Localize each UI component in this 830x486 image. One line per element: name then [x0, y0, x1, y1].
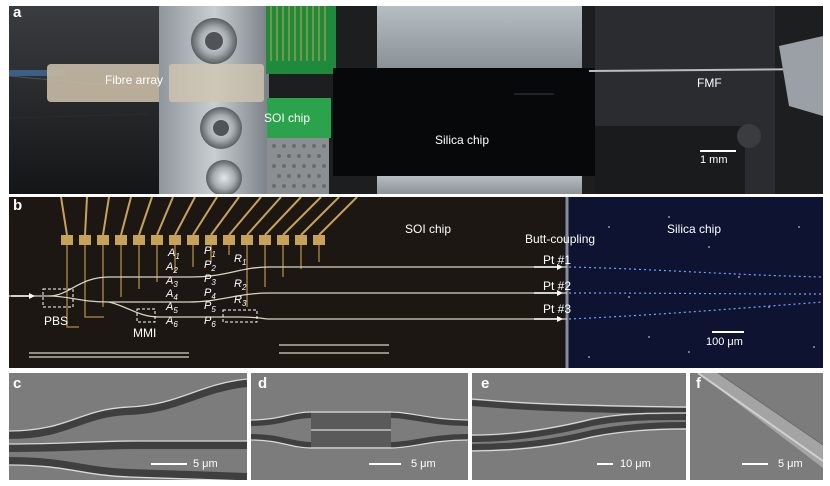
panel-c-sem — [9, 373, 247, 480]
metal-block-top — [377, 6, 582, 68]
silica-waveguides — [568, 266, 823, 320]
panel-a-photo — [9, 6, 823, 194]
label-a6: A6 — [166, 315, 178, 330]
label-butt-coupling: Butt-coupling — [525, 232, 596, 246]
panel-d-letter: d — [258, 375, 268, 392]
label-a2: A2 — [166, 261, 178, 276]
silica-region — [564, 197, 823, 368]
label-r1: R1 — [234, 253, 247, 268]
scale-bar-a — [700, 150, 736, 152]
scale-bar-d — [369, 463, 401, 465]
panel-d-graphics — [251, 411, 468, 449]
label-a1: A1 — [168, 247, 180, 262]
label-p3: P3 — [204, 273, 216, 288]
panel-e-letter: e — [481, 375, 490, 392]
panel-b-graphics — [9, 197, 823, 368]
submount — [267, 138, 329, 194]
label-pt1: Pt #1 — [543, 253, 572, 267]
label-r3: R3 — [234, 294, 247, 309]
electrode-wires — [60, 197, 358, 236]
scale-bar-e — [597, 463, 613, 465]
panel-c-letter: c — [13, 375, 22, 392]
scale-bar-c — [151, 463, 187, 465]
label-p1: P1 — [204, 245, 216, 260]
waveguides — [9, 266, 567, 320]
fibre-blue — [9, 70, 65, 76]
label-soi-chip-b: SOI chip — [405, 222, 452, 236]
panel-d-sem — [251, 373, 468, 480]
panel-f-letter: f — [696, 375, 701, 392]
panel-f-graphics — [697, 373, 823, 468]
scale-bar-b — [712, 331, 744, 333]
panel-b-micrograph — [9, 197, 823, 368]
scale-label-b: 100 μm — [706, 336, 743, 348]
label-silica-chip-a: Silica chip — [435, 133, 490, 147]
scale-label-c: 5 μm — [193, 458, 218, 470]
label-a3: A3 — [166, 275, 178, 290]
electrode-pads — [61, 235, 325, 245]
panel-e-graphics — [472, 398, 686, 452]
label-soi-chip-a: SOI chip — [264, 111, 311, 125]
panel-a-graphics — [9, 6, 823, 194]
label-fibre-array: Fibre array — [105, 73, 164, 87]
pbs-box — [42, 288, 74, 308]
label-r2: R2 — [234, 278, 247, 293]
label-p4: P4 — [204, 287, 216, 302]
label-p2: P2 — [204, 259, 216, 274]
label-pbs: PBS — [44, 314, 69, 328]
label-pt3: Pt #3 — [543, 302, 572, 316]
label-p6: P6 — [204, 315, 216, 330]
panel-e-sem — [472, 373, 686, 480]
scale-bar-f — [742, 463, 768, 465]
fibre-clamp — [779, 36, 823, 116]
label-a5: A5 — [166, 301, 178, 316]
panel-f-sem — [690, 373, 823, 480]
silica-chip-photo — [333, 68, 595, 176]
scale-label-e: 10 μm — [620, 458, 651, 470]
label-pt2: Pt #2 — [543, 279, 572, 293]
soi-chip-photo — [267, 98, 331, 138]
label-mmi: MMI — [133, 326, 157, 340]
scale-label-f: 5 μm — [778, 458, 803, 470]
test-structures — [29, 344, 389, 358]
label-p5: P5 — [204, 300, 216, 315]
metal-block-bottom — [377, 176, 582, 194]
label-fmf: FMF — [697, 76, 722, 90]
output-arrows — [534, 264, 563, 322]
label-silica-chip-b: Silica chip — [667, 222, 722, 236]
scale-label-d: 5 μm — [411, 458, 436, 470]
panel-b-letter: b — [13, 197, 23, 214]
screw-bottom — [206, 160, 242, 194]
input-arrow — [29, 293, 35, 299]
scale-label-a: 1 mm — [700, 154, 728, 166]
panel-a-letter: a — [13, 4, 22, 21]
label-a4: A4 — [166, 288, 178, 303]
mmi-box — [136, 308, 156, 323]
rectangle-box — [222, 309, 258, 323]
panel-c-graphics — [9, 378, 247, 480]
